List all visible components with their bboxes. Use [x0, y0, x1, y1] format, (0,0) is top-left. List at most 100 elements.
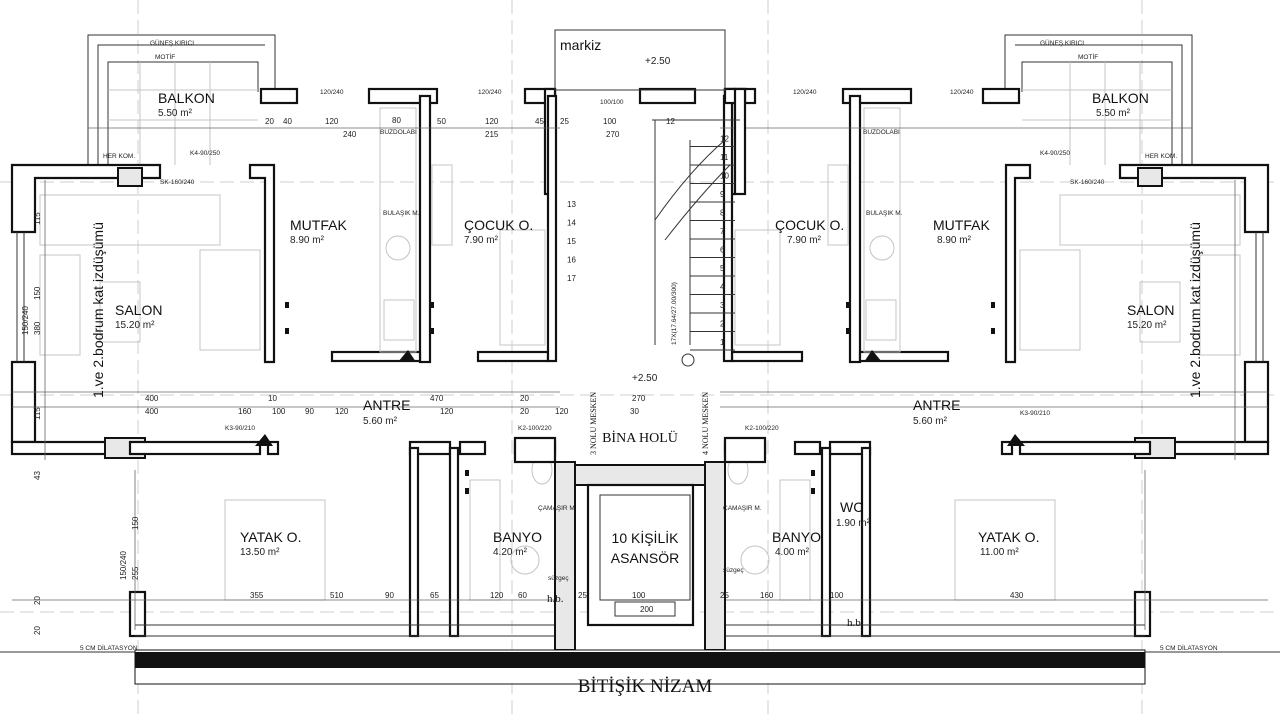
room-name: ÇOCUK O.: [775, 217, 844, 233]
dimension-label: 10: [268, 394, 277, 403]
motif-label: MOTİF: [1078, 52, 1098, 61]
dimension-label: 150: [131, 516, 140, 530]
stair-step-number: 11: [720, 153, 729, 162]
hb-label: h.b.: [847, 617, 864, 629]
dimension-label: 150/240: [119, 551, 128, 580]
room-area: 5.60 m²: [363, 416, 398, 427]
sun-breaker-label: GÜNEŞ KIRICI: [150, 39, 194, 47]
unit-3-label: 3 NOLU MESKEN: [589, 392, 598, 455]
dimension-label: 400: [145, 394, 159, 403]
dishwasher-label: BULAŞIK M.: [866, 210, 903, 217]
stair-step-number: 3: [720, 301, 725, 310]
room-area: 11.00 m²: [980, 547, 1019, 558]
dimension-label: 20: [520, 407, 529, 416]
room-area: 5.50 m²: [1096, 108, 1131, 119]
dimension-label: 100: [272, 407, 286, 416]
her-kom-label: HER KOM.: [103, 153, 135, 160]
window-100-label: 100/100: [600, 99, 624, 106]
stair-step-number: 13: [567, 200, 576, 209]
stair-step-number: 10: [720, 172, 729, 181]
dimension-label: 60: [518, 591, 527, 600]
level-hall: +2.50: [632, 373, 658, 384]
dimension-label: 100: [632, 591, 646, 600]
room-name: ANTRE: [363, 397, 410, 413]
stair-step-number: 9: [720, 190, 725, 199]
dimension-label: 200: [640, 605, 654, 614]
stair-step-number: 17: [567, 274, 576, 283]
basement-projection: 1.ve 2.bodrum kat izdüşümü: [90, 222, 106, 398]
adjacent-wall: [135, 652, 1145, 668]
dimension-label: 20: [33, 626, 42, 635]
dimension-label: 12: [666, 117, 675, 126]
building-hall-label: BİNA HOLÜ: [602, 429, 678, 446]
drain-label: süzgeç: [548, 575, 569, 582]
dimension-label: 380: [33, 321, 42, 335]
room-area: 5.50 m²: [158, 108, 193, 119]
dimension-label: 90: [305, 407, 314, 416]
window-120-label: 120/240: [320, 89, 344, 96]
room-name: MUTFAK: [933, 217, 990, 233]
unit-4-label: 4 NOLU MESKEN: [701, 392, 710, 455]
dimension-label: 255: [131, 566, 140, 580]
dimension-label: 355: [250, 591, 264, 600]
room-area: 8.90 m²: [937, 235, 972, 246]
dimension-label: 150/240: [21, 306, 30, 335]
door-k3-label: K3-90/210: [225, 425, 255, 432]
hb-label: h.b.: [547, 593, 564, 605]
window-120-label: 120/240: [793, 89, 817, 96]
window-k4-label: K4-90/250: [1040, 150, 1070, 157]
dimension-label: 45: [535, 117, 544, 126]
stair-step-number: 16: [567, 256, 576, 265]
stair-step-number: 14: [567, 219, 576, 228]
room-name: BALKON: [1092, 90, 1149, 106]
dilatation-right: 5 CM DİLATASYON: [1160, 643, 1218, 652]
washing-machine-label: ÇAMAŞIR M.: [538, 505, 577, 512]
room-name: ANTRE: [913, 397, 960, 413]
room-area: 15.20 m²: [1127, 320, 1167, 331]
annotations: GÜNEŞ KIRICI GÜNEŞ KIRICI MOTİF MOTİF BU…: [103, 39, 1177, 629]
window-sk-label: SK-160/240: [1070, 179, 1105, 186]
level-top: +2.50: [645, 56, 671, 67]
dimension-label: 50: [437, 117, 446, 126]
room-name: WC: [840, 499, 863, 515]
dilatation-left: 5 CM DİLATASYON: [80, 643, 138, 652]
dimension-label: 120: [325, 117, 339, 126]
stair-step-number: 8: [720, 209, 725, 218]
dimension-label: 25: [560, 117, 569, 126]
room-area: 1.90 m²: [836, 518, 871, 529]
door-k2-label: K2-100/220: [518, 425, 552, 432]
elevator-label-1: 10 KİŞİLİK: [612, 529, 680, 546]
stair-step-number: 2: [720, 320, 725, 329]
stair-step-number: 12: [720, 135, 729, 144]
room-area: 4.20 m²: [493, 547, 528, 558]
basement-projection: 1.ve 2.bodrum kat izdüşümü: [1187, 222, 1203, 398]
dimension-label: 65: [430, 591, 439, 600]
dimension-label: 270: [632, 394, 646, 403]
dimension-label: 20: [520, 394, 529, 403]
right-unit-labels: BALKON 5.50 m² MUTFAK 8.90 m² ÇOCUK O. 7…: [772, 90, 1203, 558]
drain-label: süzgeç: [723, 567, 744, 574]
dimension-label: 20: [265, 117, 274, 126]
dimension-label: 43: [33, 471, 42, 480]
stair-formula: 17X(17.64/27.00/300): [671, 282, 678, 345]
dimension-label: 150: [33, 286, 42, 300]
dimension-label: 40: [283, 117, 292, 126]
unit-walls-right: [703, 33, 1270, 638]
fridge-label: BUZDOLABI: [380, 129, 417, 136]
elevator-label-2: ASANSÖR: [611, 549, 679, 566]
motif-label: MOTİF: [155, 52, 175, 61]
stair-step-number: 4: [720, 283, 725, 292]
room-area: 4.00 m²: [775, 547, 810, 558]
room-name: BANYO: [493, 529, 542, 545]
left-unit-labels: BALKON 5.50 m² MUTFAK 8.90 m² ÇOCUK O. 7…: [90, 90, 542, 558]
dimension-label: 115: [33, 212, 42, 225]
room-name: BANYO: [772, 529, 821, 545]
room-area: 5.60 m²: [913, 416, 948, 427]
window-k4-label: K4-90/250: [190, 150, 220, 157]
room-name: BALKON: [158, 90, 215, 106]
door-k3-label: K3-90/210: [1020, 410, 1050, 417]
dimension-label: 90: [385, 591, 394, 600]
room-area: 7.90 m²: [787, 235, 822, 246]
dimension-label: 400: [145, 407, 159, 416]
